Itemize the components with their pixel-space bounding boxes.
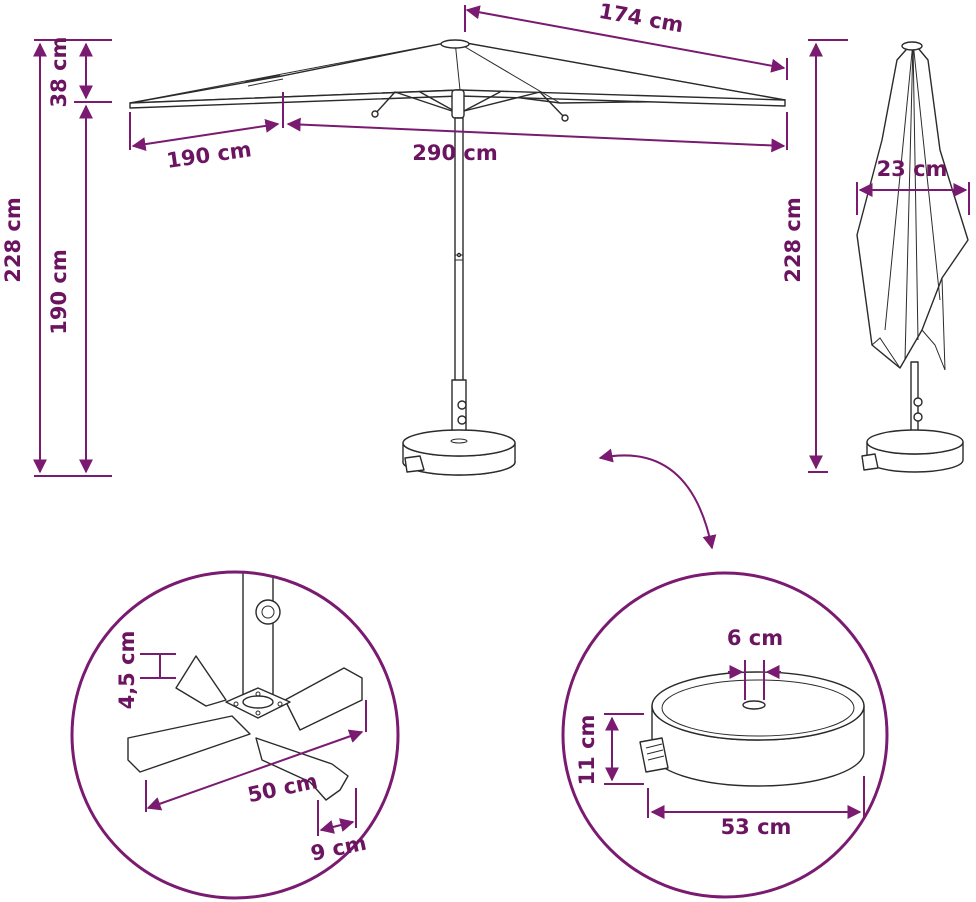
- label-round-base-hole: 6 cm: [727, 626, 783, 650]
- label-round-base-diameter: 53 cm: [721, 815, 792, 839]
- cross-base-detail: [70, 570, 400, 900]
- round-base-detail: [561, 571, 889, 899]
- label-round-base-height: 11 cm: [575, 715, 599, 786]
- label-rib-length: 190 cm: [165, 137, 253, 173]
- round-base-circle: [561, 571, 889, 899]
- label-total-height-left: 228 cm: [1, 197, 25, 282]
- label-closed-diameter: 23 cm: [877, 157, 948, 181]
- label-canopy-side-width: 174 cm: [597, 0, 685, 37]
- dimension-lines: [33, 5, 970, 550]
- cross-base-circle: [70, 570, 400, 900]
- label-total-height-right: 228 cm: [781, 197, 805, 282]
- label-pole-height: 190 cm: [47, 249, 71, 334]
- open-umbrella-drawing: [129, 39, 786, 476]
- closed-umbrella-drawing: [856, 41, 969, 473]
- label-canopy-drop: 38 cm: [47, 37, 71, 108]
- label-cross-base-width: 50 cm: [245, 769, 319, 807]
- label-canopy-width: 290 cm: [412, 141, 497, 165]
- label-cross-base-height: 4,5 cm: [115, 631, 139, 710]
